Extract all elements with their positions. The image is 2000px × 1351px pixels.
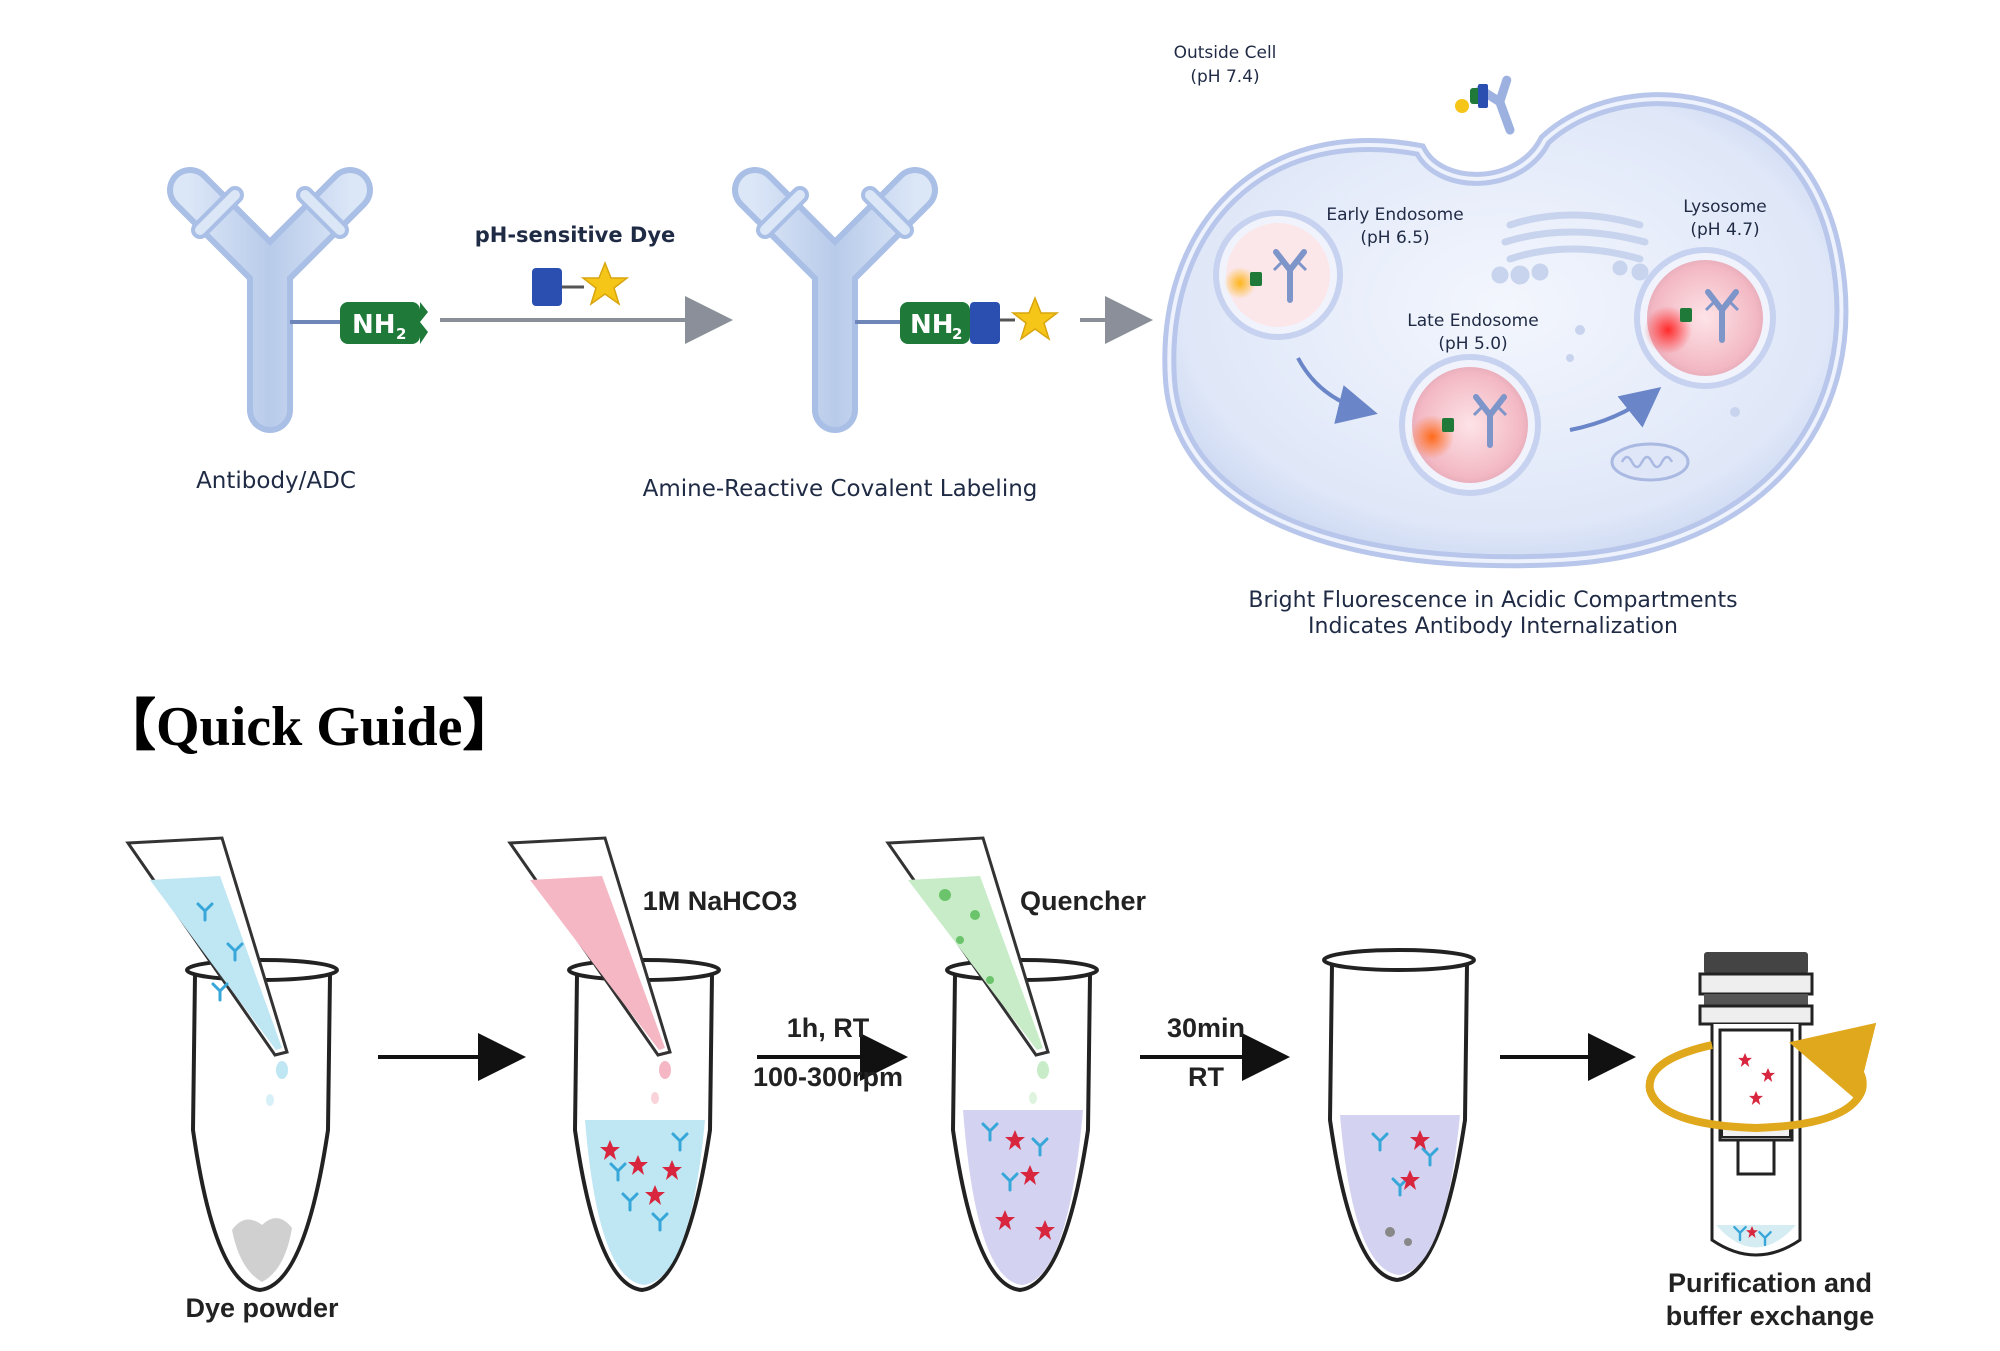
quencher-label: Quencher xyxy=(1020,886,1147,916)
antibody-2 xyxy=(732,167,938,433)
dye-powder-label: Dye powder xyxy=(185,1293,339,1323)
purification-label-2: buffer exchange xyxy=(1666,1301,1875,1331)
caption-line-2: Indicates Antibody Internalization xyxy=(1308,614,1678,639)
condition-1-bottom: 100-300rpm xyxy=(753,1062,903,1092)
early-endosome-ph: (pH 6.5) xyxy=(1360,228,1429,248)
labeling-label: Amine-Reactive Covalent Labeling xyxy=(643,476,1038,502)
nh2-text: NH xyxy=(352,310,396,340)
late-endosome-label: Late Endosome xyxy=(1407,311,1538,331)
trafficking-arrow-2 xyxy=(1569,387,1662,432)
condition-2-bottom: RT xyxy=(1188,1062,1224,1092)
outside-cell-ph: (pH 7.4) xyxy=(1190,67,1259,87)
lysosome-label: Lysosome xyxy=(1683,197,1767,217)
star-icon xyxy=(580,260,630,306)
lysosome xyxy=(1634,247,1776,389)
dye-molecule xyxy=(532,260,630,306)
vesicle xyxy=(1730,407,1740,417)
tube-nahco3 xyxy=(507,836,721,1293)
golgi-icon xyxy=(1491,211,1649,285)
antibody-1 xyxy=(167,167,373,433)
lysosome-ph: (pH 4.7) xyxy=(1690,220,1759,240)
caption-line-1: Bright Fluorescence in Acidic Compartmen… xyxy=(1248,588,1737,613)
labeled-conjugate: NH 2 xyxy=(900,295,1060,344)
tube-quenched xyxy=(1322,948,1476,1283)
star-icon-2 xyxy=(1010,295,1060,341)
dye-label: pH-sensitive Dye xyxy=(475,223,676,247)
antibody-label: Antibody/ADC xyxy=(196,468,356,494)
purification-label-1: Purification and xyxy=(1668,1268,1872,1298)
late-endosome-ph: (pH 5.0) xyxy=(1438,334,1507,354)
nahco3-label: 1M NaHCO3 xyxy=(643,886,798,916)
trafficking-arrow-1 xyxy=(1296,357,1378,424)
tube-dye-powder xyxy=(125,836,339,1293)
early-endosome xyxy=(1213,210,1343,340)
spin-column xyxy=(1645,952,1877,1257)
tube-quencher xyxy=(885,836,1099,1293)
cell-diagram: Outside Cell (pH 7.4) Early Endosome (pH… xyxy=(1162,43,1849,569)
early-endosome-label: Early Endosome xyxy=(1326,205,1463,225)
condition-1-top: 1h, RT xyxy=(787,1013,870,1043)
late-endosome xyxy=(1399,354,1541,496)
mitochondrion-icon xyxy=(1610,442,1690,482)
nh2-subscript-2: 2 xyxy=(952,325,962,343)
condition-2-top: 30min xyxy=(1167,1013,1245,1043)
quick-guide-title: 【Quick Guide】 xyxy=(100,696,519,758)
nh2-text-2: NH xyxy=(910,310,954,340)
vesicle xyxy=(1575,325,1585,335)
spin-arrow-icon xyxy=(1645,1022,1877,1133)
vesicle xyxy=(1566,354,1574,362)
outside-cell-label: Outside Cell xyxy=(1174,43,1277,63)
nh2-tag-1: NH 2 xyxy=(340,302,428,344)
nh2-subscript: 2 xyxy=(396,325,406,343)
